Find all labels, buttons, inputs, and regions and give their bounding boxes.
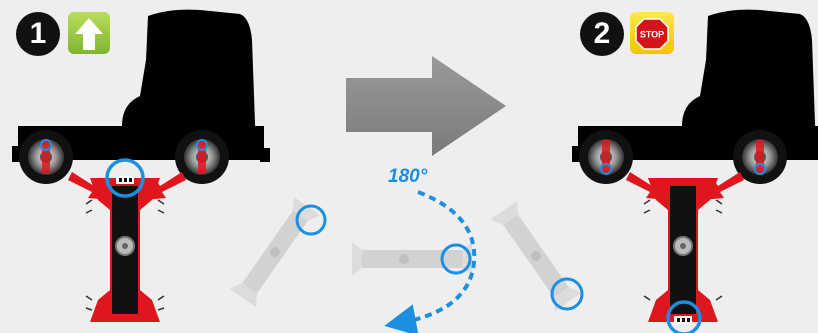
ghost-tool-3 [490, 200, 582, 312]
alignment-tool-right [643, 178, 723, 333]
alignment-tool-left [85, 158, 165, 322]
wheel-right-rear [733, 130, 787, 184]
rotation-arc [384, 190, 477, 333]
wheel-left-rear [175, 130, 229, 184]
ghost-tool-1 [229, 196, 321, 308]
ghost-tool-2 [352, 242, 472, 276]
step-number-2: 2 [580, 12, 624, 56]
go-up-arrow-icon [68, 12, 110, 54]
stop-sign-text: STOP [640, 30, 664, 40]
wheel-left-front [19, 130, 73, 184]
step-number-1: 1 [16, 12, 60, 56]
stop-sign-icon: STOP [630, 12, 674, 54]
transition-arrow-icon [346, 56, 506, 156]
target-circle-3 [550, 277, 584, 311]
target-circle-right [666, 300, 702, 333]
target-circle-2 [440, 243, 472, 275]
target-circle-left [105, 158, 145, 198]
target-circle-1 [295, 204, 327, 236]
wheel-right-front [579, 130, 633, 184]
rotation-angle-label: 180° [388, 166, 428, 187]
